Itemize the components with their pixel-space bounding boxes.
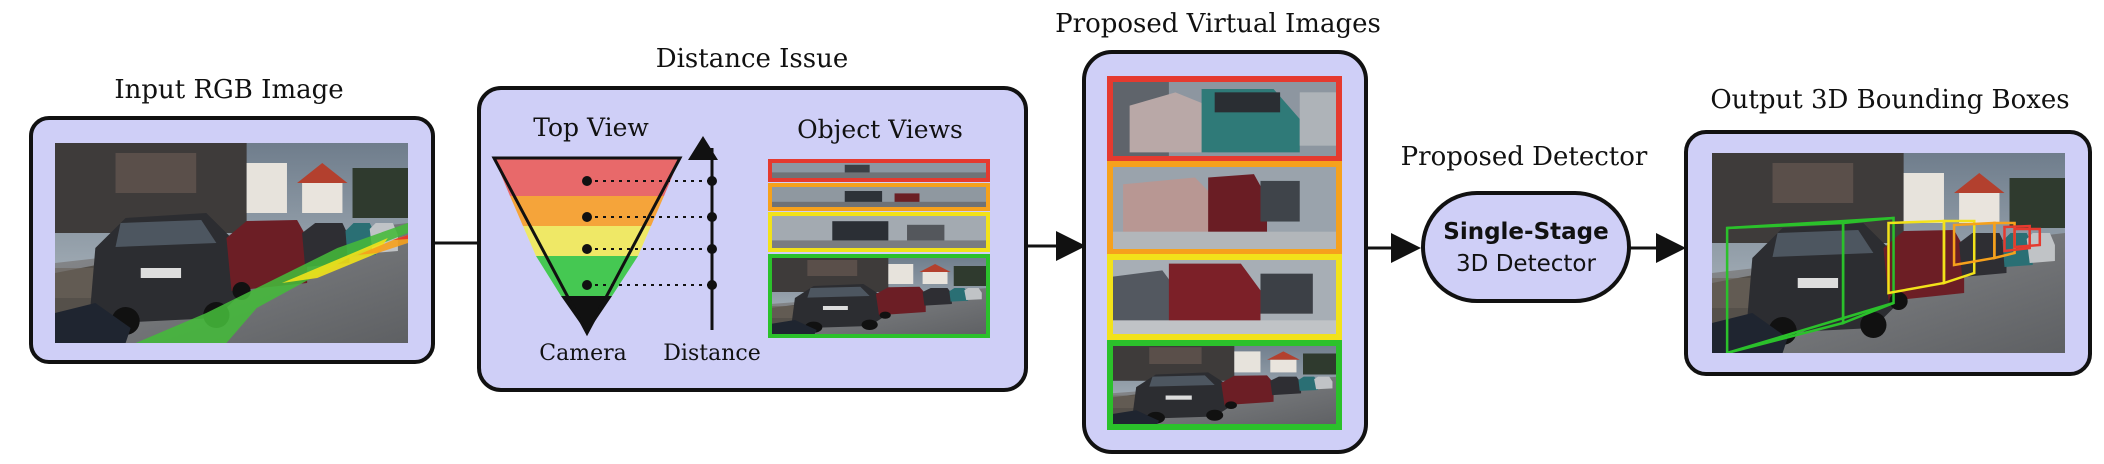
- camera-label: Camera: [539, 341, 626, 366]
- virtual-image-red: [1107, 76, 1342, 162]
- detector-line1: Single-Stage: [1443, 219, 1608, 245]
- title-input: Input RGB Image: [114, 75, 343, 105]
- title-detector: Proposed Detector: [1401, 142, 1648, 172]
- object-view-green: [768, 254, 990, 338]
- object-view-red: [768, 159, 990, 182]
- detector-box: [1421, 191, 1631, 303]
- top-view-label: Top View: [533, 113, 649, 142]
- object-views-label: Object Views: [797, 115, 963, 144]
- virtual-image-green: [1107, 340, 1342, 430]
- object-view-orange: [768, 183, 990, 211]
- distance-label: Distance: [663, 341, 760, 366]
- title-distance: Distance Issue: [656, 44, 849, 74]
- title-virtual: Proposed Virtual Images: [1055, 9, 1381, 39]
- title-output: Output 3D Bounding Boxes: [1710, 85, 2069, 115]
- virtual-image-orange: [1107, 161, 1342, 255]
- input-image: [55, 143, 408, 343]
- detector-line2: 3D Detector: [1456, 251, 1596, 277]
- output-image: [1712, 153, 2065, 353]
- virtual-images: [1107, 76, 1342, 430]
- virtual-image-yellow: [1107, 254, 1342, 340]
- object-view-yellow: [768, 212, 990, 252]
- object-views: [768, 159, 990, 338]
